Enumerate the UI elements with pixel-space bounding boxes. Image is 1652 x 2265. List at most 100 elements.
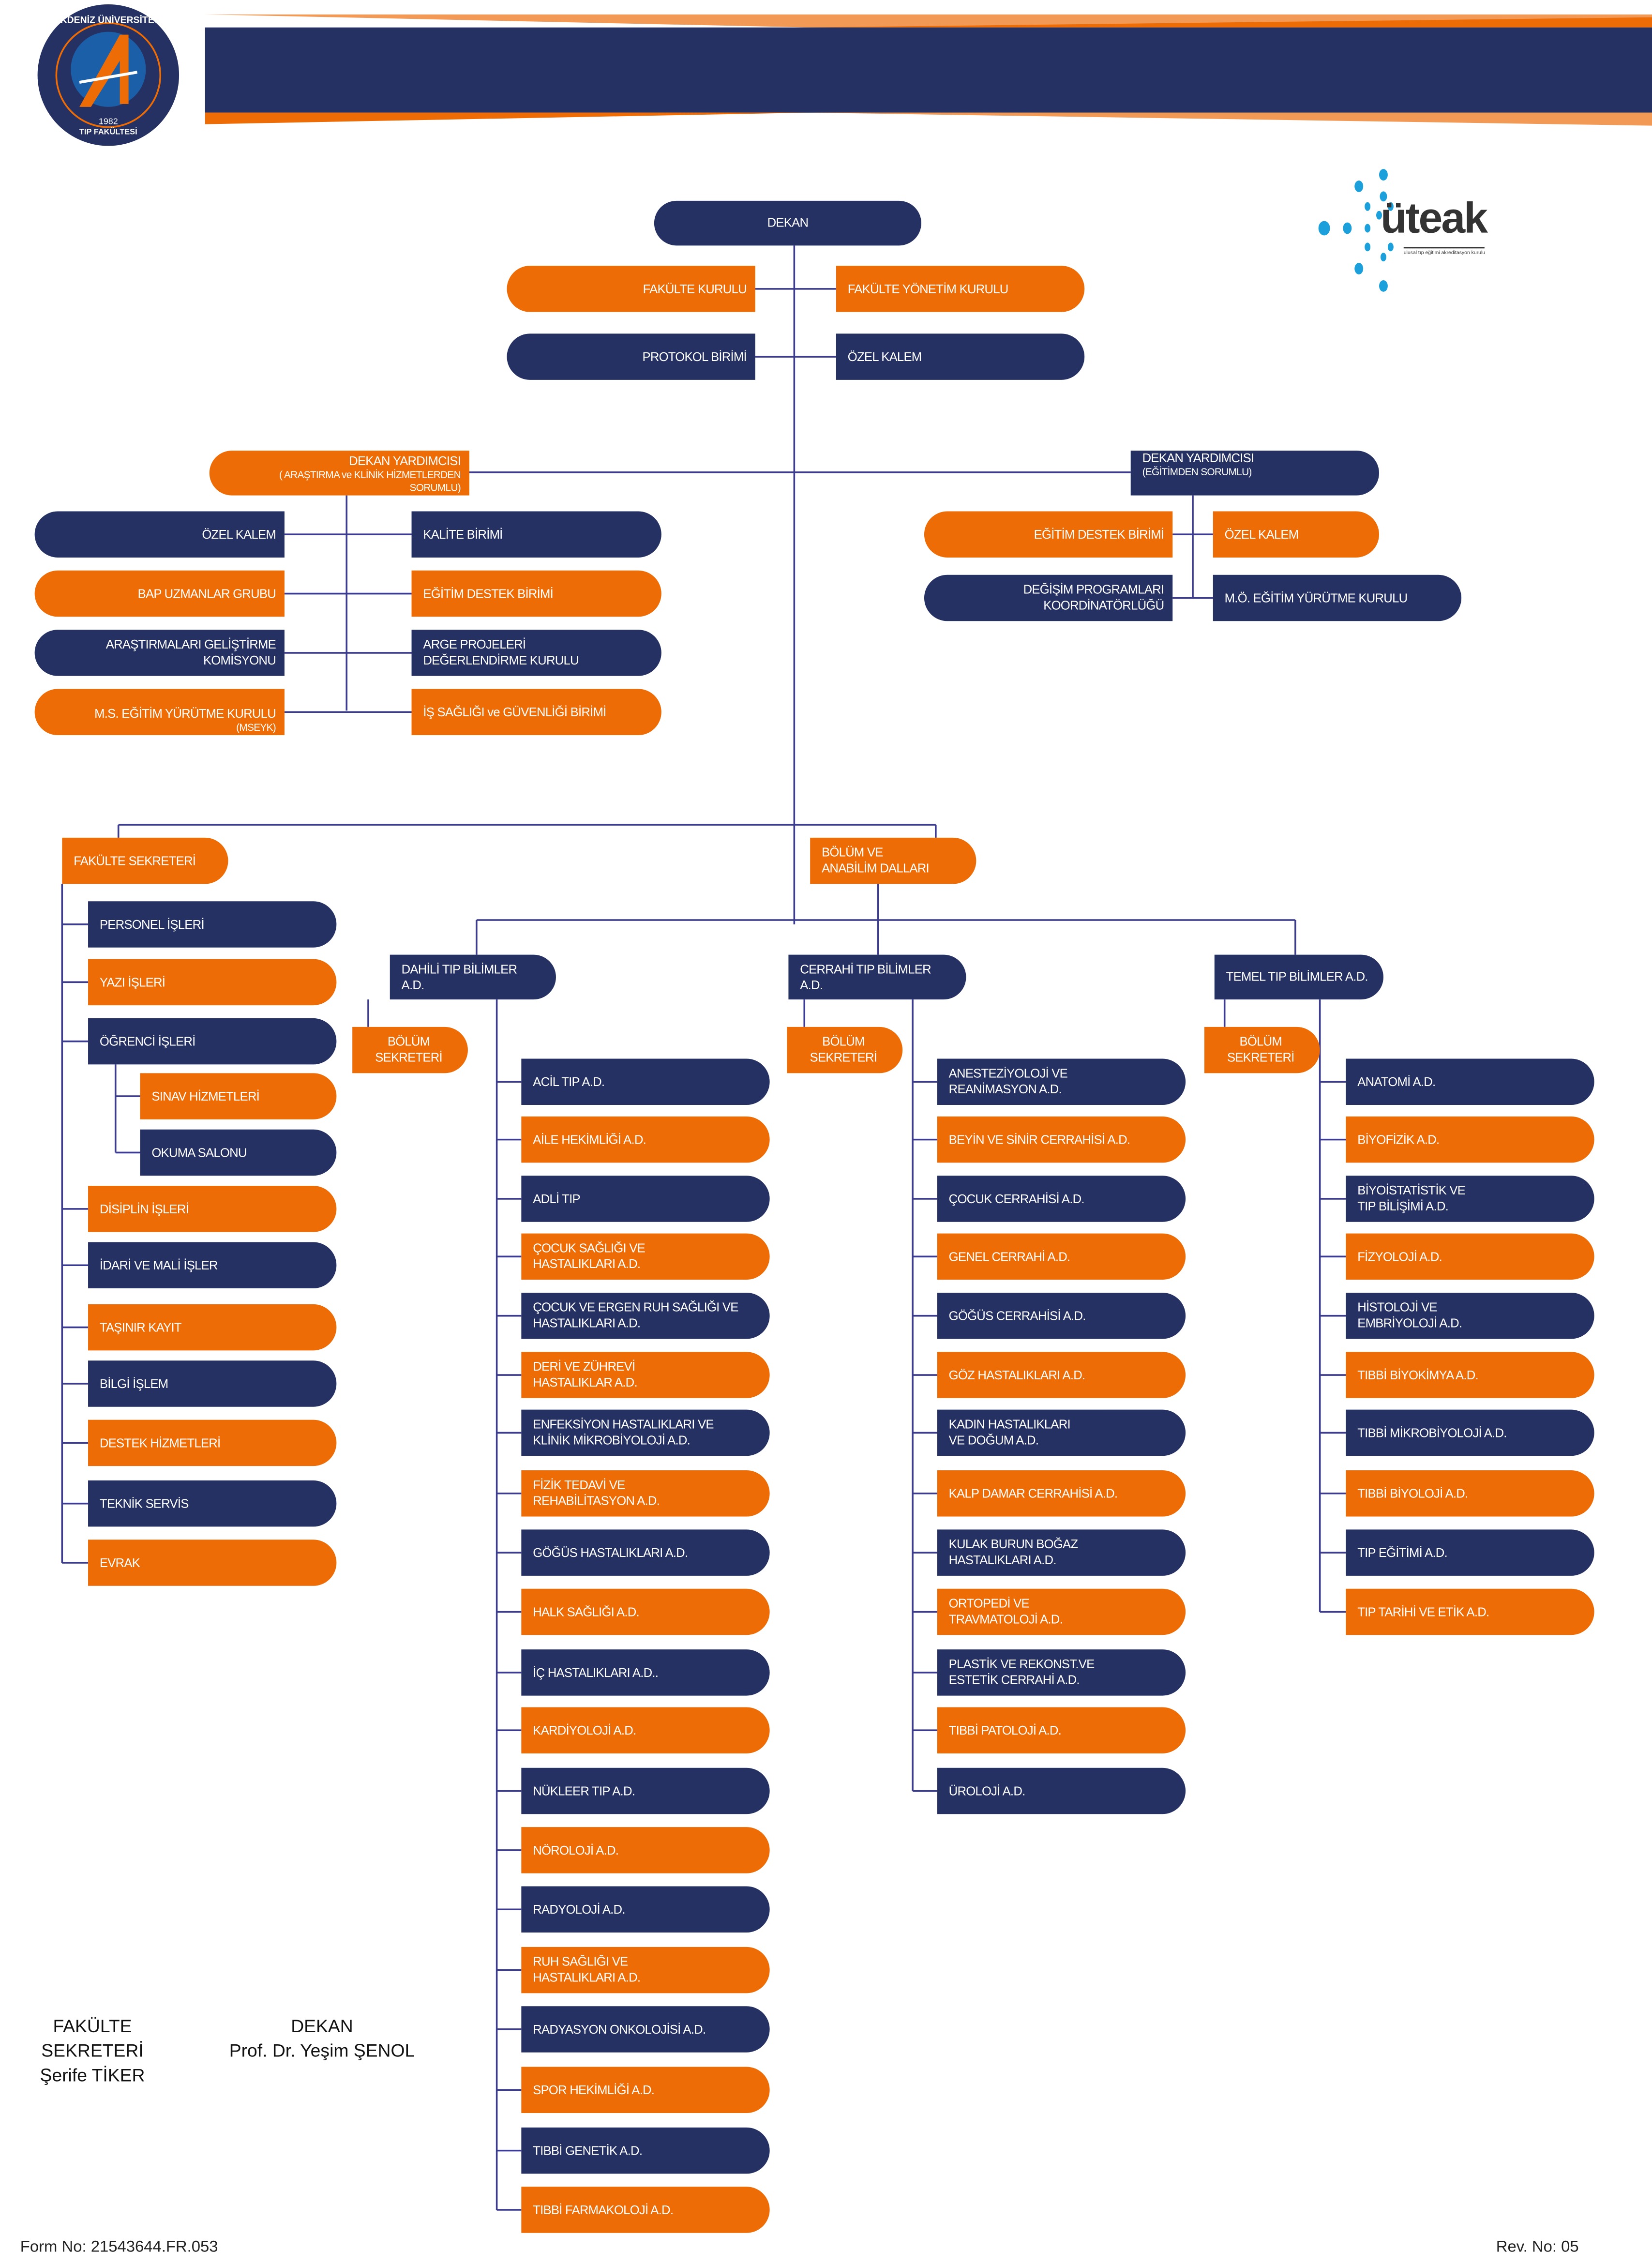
department-box-label: GÖZ HASTALIKLARI A.D. [948,1367,1085,1382]
faculty-secretary-unit-box-label: DİSİPLİN İŞLERİ [99,1201,189,1216]
faculty-secretary-unit-box: OKUMA SALONU [140,1129,337,1176]
department-box: NÖROLOJİ A.D. [521,1827,770,1873]
signature-dean: DEKAN Prof. Dr. Yeşim ŞENOL [217,2015,428,2064]
research-unit-box: İŞ SAĞLIĞI ve GÜVENLİĞİ BİRİMİ [411,689,661,736]
research-unit-box-label: EĞİTİM DESTEK BİRİMİ [423,586,554,600]
education-unit-box-label: EĞİTİM DESTEK BİRİMİ [1034,526,1164,541]
uteak-tagline: ulusal tıp eğitimi akreditasyon kurulu [1403,247,1486,256]
department-box-label: NÜKLEER TIP A.D. [533,1783,635,1797]
department-box: RADYOLOJİ A.D. [521,1886,770,1933]
faculty-secretary-unit-box-label: OKUMA SALONU [151,1145,247,1159]
department-box-label: GÖĞÜS CERRAHİSİ A.D. [948,1308,1086,1323]
department-box: TIP EĞİTİMİ A.D. [1346,1529,1594,1576]
departments-header-box: BÖLÜM VE ANABİLİM DALLARI [810,837,976,884]
department-box: KALP DAMAR CERRAHİSİ A.D. [937,1470,1186,1517]
department-box-label: FİZİK TEDAVİ VE REHABİLİTASYON A.D. [533,1477,660,1508]
logo-year-text: 1982 [98,118,118,127]
research-unit-box: ARGE PROJELERİ DEĞERLENDİRME KURULU [411,630,661,676]
department-box: ENFEKSİYON HASTALIKLARI VE KLİNİK MİKROB… [521,1409,770,1456]
dean-board-box: PROTOKOL BİRİMİ [507,333,755,380]
department-box: ACİL TIP A.D. [521,1058,770,1105]
department-box-label: KARDİYOLOJİ A.D. [533,1722,636,1737]
faculty-secretary-unit-box-label: İDARİ VE MALİ İŞLER [99,1257,218,1272]
faculty-secretary-unit-box: EVRAK [88,1540,337,1586]
education-unit-box-label: M.Ö. EĞİTİM YÜRÜTME KURULU [1224,590,1408,604]
department-box: GÖĞÜS CERRAHİSİ A.D. [937,1292,1186,1339]
department-box: ÇOCUK VE ERGEN RUH SAĞLIĞI VE HASTALIKLA… [521,1292,770,1339]
department-box: TIBBİ PATOLOJİ A.D. [937,1707,1186,1753]
vice-dean-research-box: DEKAN YARDIMCISI( ARAŞTIRMA ve KLİNİK Hİ… [209,451,469,496]
research-unit-box-label: ÖZEL KALEM [202,526,276,541]
department-box-label: ÇOCUK VE ERGEN RUH SAĞLIĞI VE HASTALIKLA… [533,1299,738,1330]
faculty-secretary-unit-box-label: TEKNİK SERVİS [99,1495,189,1510]
faculty-secretary-unit-box-label: YAZI İŞLERİ [99,974,165,989]
dean-board-box-label: FAKÜLTE YÖNETİM KURULU [847,281,1009,296]
faculty-secretary-unit-box-label: DESTEK HİZMETLERİ [99,1434,221,1450]
faculty-secretary-unit-box: BİLGİ İŞLEM [88,1360,337,1407]
department-box-label: ORTOPEDİ VE TRAVMATOLOJİ A.D. [948,1596,1063,1627]
department-box-label: ÇOCUK CERRAHİSİ A.D. [948,1191,1085,1206]
signature-faculty-secretary: FAKÜLTE SEKRETERİ Şerife TİKER [0,2015,185,2088]
department-box: ADLİ TIP [521,1176,770,1222]
department-box: İÇ HASTALIKLARI A.D.. [521,1649,770,1696]
faculty-secretary-unit-box: SINAV HİZMETLERİ [140,1073,337,1119]
department-box: RADYASYON ONKOLOJİSİ A.D. [521,2006,770,2053]
vice-dean-education-box: DEKAN YARDIMCISI(EĞİTİMDEN SORUMLU) [1130,451,1380,496]
department-box-label: GÖĞÜS HASTALIKLARI A.D. [533,1544,688,1559]
research-unit-box: M.S. EĞİTİM YÜRÜTME KURULU(MSEYK) [34,689,285,736]
vice-dean-research-box-label: DEKAN YARDIMCISI [349,453,461,468]
faculty-secretary-unit-box: İDARİ VE MALİ İŞLER [88,1242,337,1288]
dean-board-box: ÖZEL KALEM [836,333,1085,380]
department-box: BİYOFİZİK A.D. [1346,1116,1594,1163]
department-box-label: TIP EĞİTİMİ A.D. [1357,1544,1447,1559]
faculty-secretary-unit-box: DESTEK HİZMETLERİ [88,1419,337,1466]
department-box: TIBBİ MİKROBİYOLOJİ A.D. [1346,1409,1594,1456]
faculty-secretary-unit-box: YAZI İŞLERİ [88,959,337,1006]
research-unit-box: BAP UZMANLAR GRUBU [34,570,285,617]
research-unit-box-label: KALİTE BİRİMİ [423,526,503,541]
department-box: ÇOCUK SAĞLIĞI VE HASTALIKLARI A.D. [521,1233,770,1280]
department-box: SPOR HEKİMLİĞİ A.D. [521,2067,770,2114]
uteak-logo: üteak ulusal tıp eğitimi akreditasyon ku… [1311,167,1514,295]
department-box-label: KALP DAMAR CERRAHİSİ A.D. [948,1485,1118,1500]
department-box: FİZYOLOJİ A.D. [1346,1233,1594,1280]
department-box: TIBBİ FARMAKOLOJİ A.D. [521,2187,770,2233]
department-box-label: BİYOFİZİK A.D. [1357,1132,1440,1147]
department-box-label: RADYOLOJİ A.D. [533,1901,625,1916]
department-box-label: ÜROLOJİ A.D. [948,1783,1026,1797]
faculty-secretary-unit-box-label: BİLGİ İŞLEM [99,1375,168,1390]
signature-name: Şerife TİKER [40,2065,145,2086]
department-box-label: ADLİ TIP [533,1191,580,1206]
department-box-label: ANESTEZİYOLOJİ VE REANİMASYON A.D. [948,1066,1068,1097]
education-unit-box: ÖZEL KALEM [1213,511,1380,558]
dean-board-box-label: ÖZEL KALEM [847,348,922,363]
department-box-label: ÇOCUK SAĞLIĞI VE HASTALIKLARI A.D. [533,1240,646,1271]
faculty-secretary-box: FAKÜLTE SEKRETERİ [62,837,228,884]
faculty-secretary-unit-box: DİSİPLİN İŞLERİ [88,1186,337,1232]
department-box: GÖĞÜS HASTALIKLARI A.D. [521,1529,770,1576]
dean-board-box-label: PROTOKOL BİRİMİ [642,348,747,363]
signature-name: Prof. Dr. Yeşim ŞENOL [229,2040,415,2061]
department-box: TIBBİ BİYOLOJİ A.D. [1346,1470,1594,1517]
header-banner [205,14,1652,126]
department-secretary-box: BÖLÜM SEKRETERİ [1204,1027,1320,1073]
department-box-label: RUH SAĞLIĞI VE HASTALIKLARI A.D. [533,1954,641,1985]
department-box-label: SPOR HEKİMLİĞİ A.D. [533,2082,655,2097]
research-unit-box-label: M.S. EĞİTİM YÜRÜTME KURULU [94,706,276,721]
faculty-secretary-unit-box: PERSONEL İŞLERİ [88,901,337,948]
department-box: PLASTİK VE REKONST.VE ESTETİK CERRAHİ A.… [937,1649,1186,1696]
dean-box-label: DEKAN [767,215,809,230]
department-secretary-box-label: BÖLÜM SEKRETERİ [810,1034,877,1065]
faculty-secretary-unit-box: TAŞINIR KAYIT [88,1304,337,1351]
signature-title: FAKÜLTE SEKRETERİ [41,2016,144,2061]
department-box-label: TIBBİ BİYOLOJİ A.D. [1357,1485,1468,1500]
dean-board-box-label: FAKÜLTE KURULU [643,281,747,296]
department-box-label: AİLE HEKİMLİĞİ A.D. [533,1132,646,1147]
department-box-label: DERİ VE ZÜHREVİ HASTALIKLAR A.D. [533,1359,637,1389]
research-unit-box-label: ARGE PROJELERİ DEĞERLENDİRME KURULU [423,637,579,667]
department-box: HALK SAĞLIĞI A.D. [521,1588,770,1635]
division-header-box: TEMEL TIP BİLİMLER A.D. [1214,954,1383,1000]
research-unit-box-label: ARAŞTIRMALARI GELİŞTİRME KOMİSYONU [105,637,276,667]
division-header-box-label: DAHİLİ TIP BİLİMLER A.D. [401,961,517,992]
